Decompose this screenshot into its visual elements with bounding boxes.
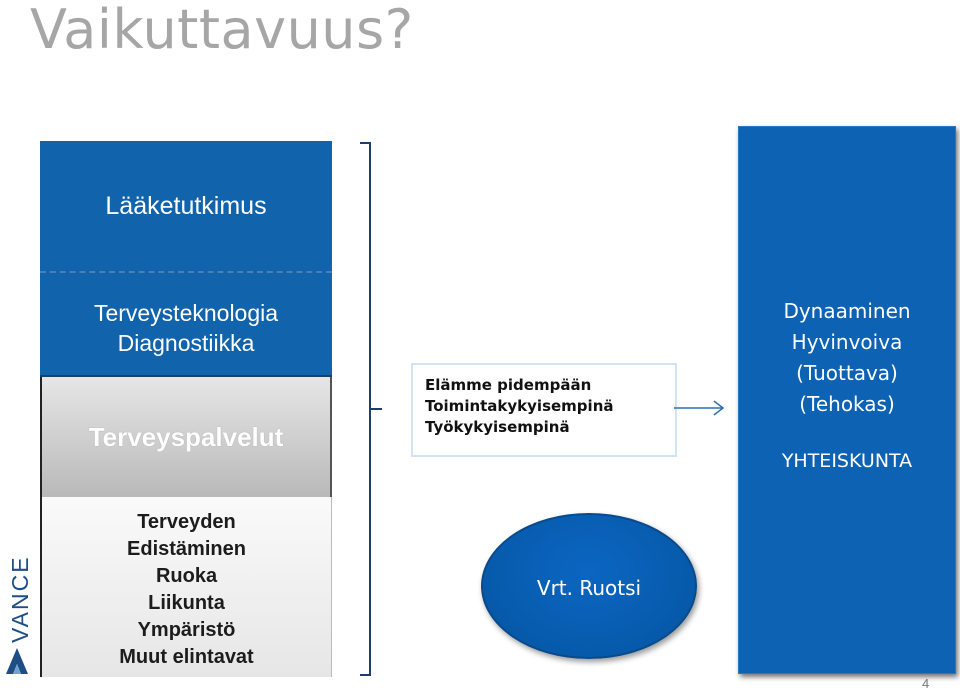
society-panel: Dynaaminen Hyvinvoiva (Tuottava) (Tehoka…: [738, 126, 956, 674]
promotion-item: Ympäristö: [137, 619, 236, 641]
effect-item: Työkykyisempinä: [425, 418, 570, 436]
promotion-item: Ruoka: [155, 565, 218, 587]
effect-item: Toimintakykyisempinä: [425, 397, 614, 415]
promotion-item: Terveyden: [137, 511, 236, 533]
health-services-block: Terveyspalvelut: [40, 377, 332, 497]
society-label: YHTEISKUNTA: [781, 450, 913, 472]
page-number: 4: [922, 676, 930, 691]
comparison-label: Vrt. Ruotsi: [536, 576, 642, 600]
society-attribute: Dynaaminen: [783, 299, 911, 323]
society-attribute: Hyvinvoiva: [791, 330, 903, 354]
society-attributes: Dynaaminen Hyvinvoiva (Tuottava) (Tehoka…: [738, 296, 956, 420]
health-services-label: Terveyspalvelut: [88, 422, 284, 452]
technology-block: Terveysteknologia Diagnostiikka: [40, 273, 332, 377]
research-block: Lääketutkimus: [40, 141, 332, 273]
promotion-item: Muut elintavat: [119, 646, 254, 668]
technology-label: Terveysteknologia: [93, 300, 279, 326]
health-effects-box: Elämme pidempään Toimintakykyisempinä Ty…: [411, 363, 677, 457]
brand-logo: VANCE: [6, 555, 33, 674]
society-attribute: (Tehokas): [799, 392, 895, 416]
promotion-item: Edistäminen: [127, 538, 246, 560]
comparison-ellipse: Vrt. Ruotsi: [481, 513, 697, 659]
arrow-right-icon: [674, 400, 725, 416]
slide-title: Vaikuttavuus?: [30, 0, 414, 61]
effect-item: Elämme pidempään: [425, 376, 592, 394]
brand-mark-icon: [6, 648, 28, 674]
grouping-bracket: [360, 142, 382, 676]
promotion-item: Liikunta: [148, 592, 225, 614]
health-promotion-block: Terveyden Edistäminen Ruoka Liikunta Ymp…: [40, 497, 332, 677]
brand-text: VANCE: [7, 555, 33, 643]
diagnostics-label: Diagnostiikka: [117, 330, 255, 356]
research-label: Lääketutkimus: [105, 191, 267, 220]
society-attribute: (Tuottava): [796, 361, 898, 385]
